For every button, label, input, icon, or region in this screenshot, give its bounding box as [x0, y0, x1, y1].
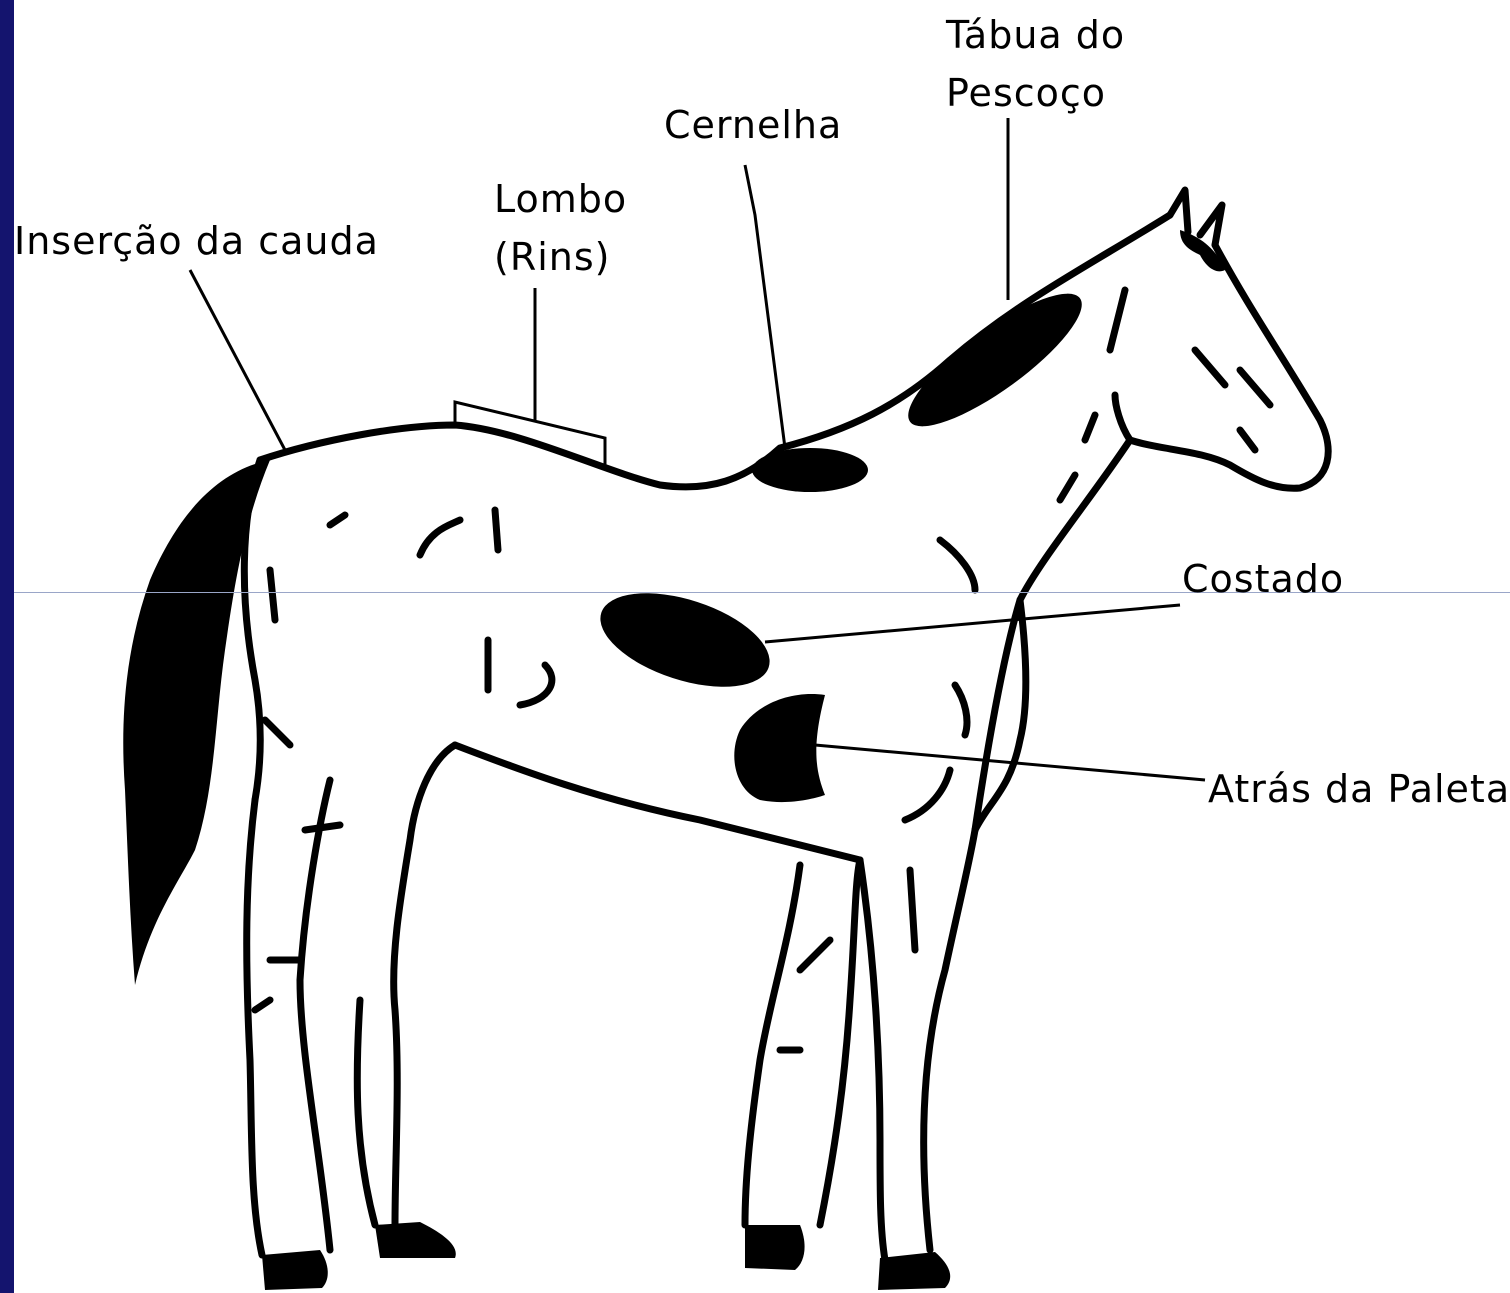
label-tabua-line2: Pescoço — [946, 74, 1106, 112]
label-atras-da-paleta: Atrás da Paleta — [1208, 770, 1510, 808]
horse-ear-outline — [1170, 190, 1222, 245]
label-costado: Costado — [1182, 560, 1344, 598]
horse-front-leg-outline — [745, 860, 860, 1225]
hoof-icon — [375, 1222, 456, 1258]
horse-hind-leg-outline — [357, 745, 455, 1225]
cernelha-marker — [752, 448, 868, 492]
lombo-bracket — [455, 402, 605, 465]
horse-head-outline — [1115, 245, 1328, 488]
label-insercao-da-cauda: Inserção da cauda — [14, 222, 379, 260]
label-lombo-line1: Lombo — [494, 180, 627, 218]
hoof-icon — [878, 1252, 950, 1290]
label-tabua-line1: Tábua do — [946, 16, 1125, 54]
leader-line-insercao — [190, 270, 285, 450]
horse-hind-leg-outline — [247, 780, 330, 1255]
leader-line-cernelha — [745, 165, 785, 448]
horse-front-leg-outline — [860, 830, 975, 1260]
costado-marker — [589, 575, 781, 705]
leader-line-costado — [765, 605, 1180, 642]
atras-da-paleta-marker — [734, 694, 825, 802]
hoof-icon — [262, 1250, 328, 1290]
hoof-icon — [745, 1225, 805, 1270]
label-lombo-line2: (Rins) — [494, 238, 611, 276]
label-cernelha: Cernelha — [664, 106, 842, 144]
tabua-do-pescoco-marker — [892, 274, 1097, 446]
